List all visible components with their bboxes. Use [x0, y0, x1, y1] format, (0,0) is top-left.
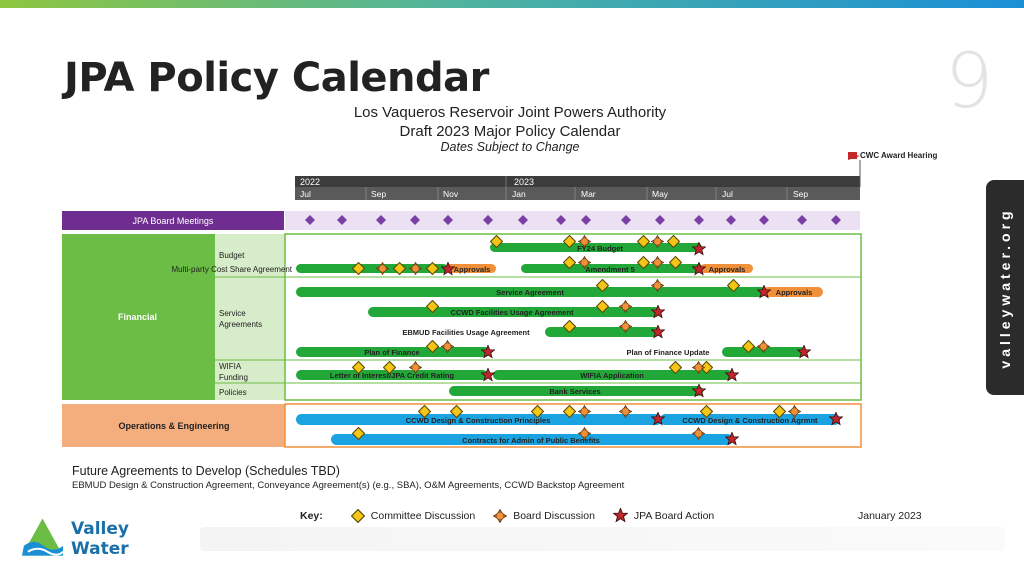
star-icon [612, 508, 628, 523]
financial-row-dividers [215, 276, 861, 384]
key-board-label: Board Discussion [513, 509, 595, 522]
footer-bar [200, 527, 1005, 551]
key-board: Board Discussion [493, 508, 595, 523]
legend-key: Key: Committee Discussion Board Discussi… [300, 508, 726, 523]
bar-ccwd-usage [368, 307, 660, 317]
month-label: Jan [512, 189, 526, 199]
month-dividers [365, 176, 788, 200]
month-label: Jul [722, 189, 733, 199]
key-jpa: JPA Board Action [612, 508, 715, 523]
key-label: Key: [300, 509, 323, 522]
board-meetings-label-bg [62, 211, 284, 230]
month-label: Jul [300, 189, 311, 199]
future-agreements-title: Future Agreements to Develop (Schedules … [72, 464, 340, 478]
bar-approvals-1 [446, 264, 496, 273]
bar-ccwd-design-2-label: CCWD Design & Construction Agrmnt [682, 416, 818, 425]
bar-ebmud-usage [545, 327, 660, 337]
bar-approvals-3-label: Approvals [776, 288, 813, 297]
financial-label: Financial [118, 312, 157, 322]
bar-contracts-label: Contracts for Admin of Public Benefits [462, 436, 600, 445]
sub-service-2: Agreements [219, 320, 262, 329]
bar-plan-finance-label: Plan of Finance [364, 348, 419, 357]
bar-loi [296, 370, 488, 380]
octagon-icon [493, 508, 508, 523]
side-tab: valleywater.org [986, 180, 1024, 395]
bar-contracts [331, 434, 733, 445]
bar-ccwd-usage-label: CCWD Facilities Usage Agreement [450, 308, 574, 317]
sub-wifia-2: Funding [219, 373, 248, 382]
bar-approvals-2 [700, 264, 753, 273]
bar-multi-party [296, 264, 448, 273]
key-committee: Committee Discussion [350, 508, 476, 523]
bar-approvals-1-label: Approvals [454, 265, 491, 274]
bar-ccwd-design-1-label: CCWD Design & Construction Principles [406, 416, 551, 425]
sub-service: Service [219, 309, 246, 318]
bar-approvals-2-label: Approvals [709, 265, 746, 274]
top-gradient-bar [0, 0, 1024, 8]
month-label: Mar [581, 189, 596, 199]
key-jpa-label: JPA Board Action [633, 509, 715, 522]
slide-title: JPA Policy Calendar [64, 55, 489, 101]
financial-band [62, 234, 215, 400]
year-2022: 2022 [300, 177, 320, 187]
slide-number: 9 [945, 36, 994, 125]
bar-wifia-app [493, 370, 733, 380]
month-label: Sep [793, 189, 808, 199]
bar-loi-label: Letter of Interest/JPA Credit Rating [330, 371, 455, 380]
bar-fy24-budget [490, 243, 702, 252]
valley-water-logo: Valley Water [20, 515, 190, 563]
bar-plan-update-label: Plan of Finance Update [627, 348, 710, 357]
cwc-flag [848, 153, 860, 160]
timeline-year-row [295, 176, 860, 187]
bar-bank [449, 386, 703, 396]
month-label: May [652, 189, 669, 199]
bar-service-agreement-label: Service Agreement [496, 288, 564, 297]
sub-policies: Policies [219, 388, 247, 397]
bar-fy24-budget-label: FY24 Budget [577, 244, 623, 253]
ops-band [62, 404, 285, 447]
bar-plan-finance [296, 347, 490, 357]
year-2023: 2023 [514, 177, 534, 187]
multi-party-label: Multi-party Cost Share Agreement [172, 265, 293, 274]
sub-wifia: WIFIA [219, 362, 242, 371]
calendar-org: Los Vaqueros Reservoir Joint Powers Auth… [353, 104, 667, 121]
month-label: Sep [371, 189, 386, 199]
logo-text: Valley Water [71, 519, 129, 559]
water-drop-icon [21, 518, 64, 556]
future-agreements-list: EBMUD Design & Construction Agreement, C… [72, 480, 625, 491]
month-label: Nov [443, 189, 459, 199]
board-meetings-label: JPA Board Meetings [133, 216, 214, 226]
cwc-label: CWC Award Hearing [860, 151, 938, 160]
bar-approvals-3 [763, 287, 823, 297]
sub-budget: Budget [219, 251, 245, 260]
calendar-title: Draft 2023 Major Policy Calendar [399, 123, 621, 140]
bar-ebmud-usage-label: EBMUD Facilities Usage Agreement [402, 328, 530, 337]
ops-label: Operations & Engineering [118, 421, 229, 431]
financial-sub-column [215, 234, 285, 400]
calendar-subtitle: Dates Subject to Change [440, 140, 580, 154]
board-meetings-track [285, 211, 860, 230]
bar-amendment-label: Amendment 5 [585, 265, 635, 274]
bar-service-agreement [296, 287, 766, 297]
diamond-icon [350, 508, 365, 523]
bar-bank-label: Bank Services [549, 387, 600, 396]
bar-wifia-app-label: WIFIA Application [580, 371, 644, 380]
key-committee-label: Committee Discussion [370, 509, 476, 522]
calendar-date: January 2023 [858, 510, 922, 522]
timeline-month-row [295, 187, 860, 200]
